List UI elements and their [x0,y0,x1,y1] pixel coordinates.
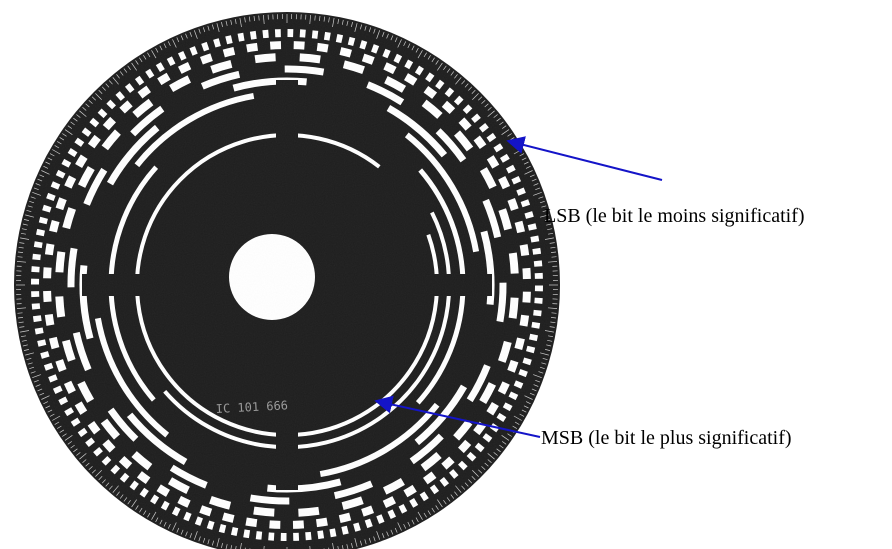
absolute-encoder-disc: IC 101 666 [14,12,560,549]
msb-arrow [374,395,541,438]
lsb-label: LSB (le bit le moins significatif) [544,205,805,227]
lsb-arrow [506,136,663,181]
msb-label: MSB (le bit le plus significatif) [541,427,792,449]
